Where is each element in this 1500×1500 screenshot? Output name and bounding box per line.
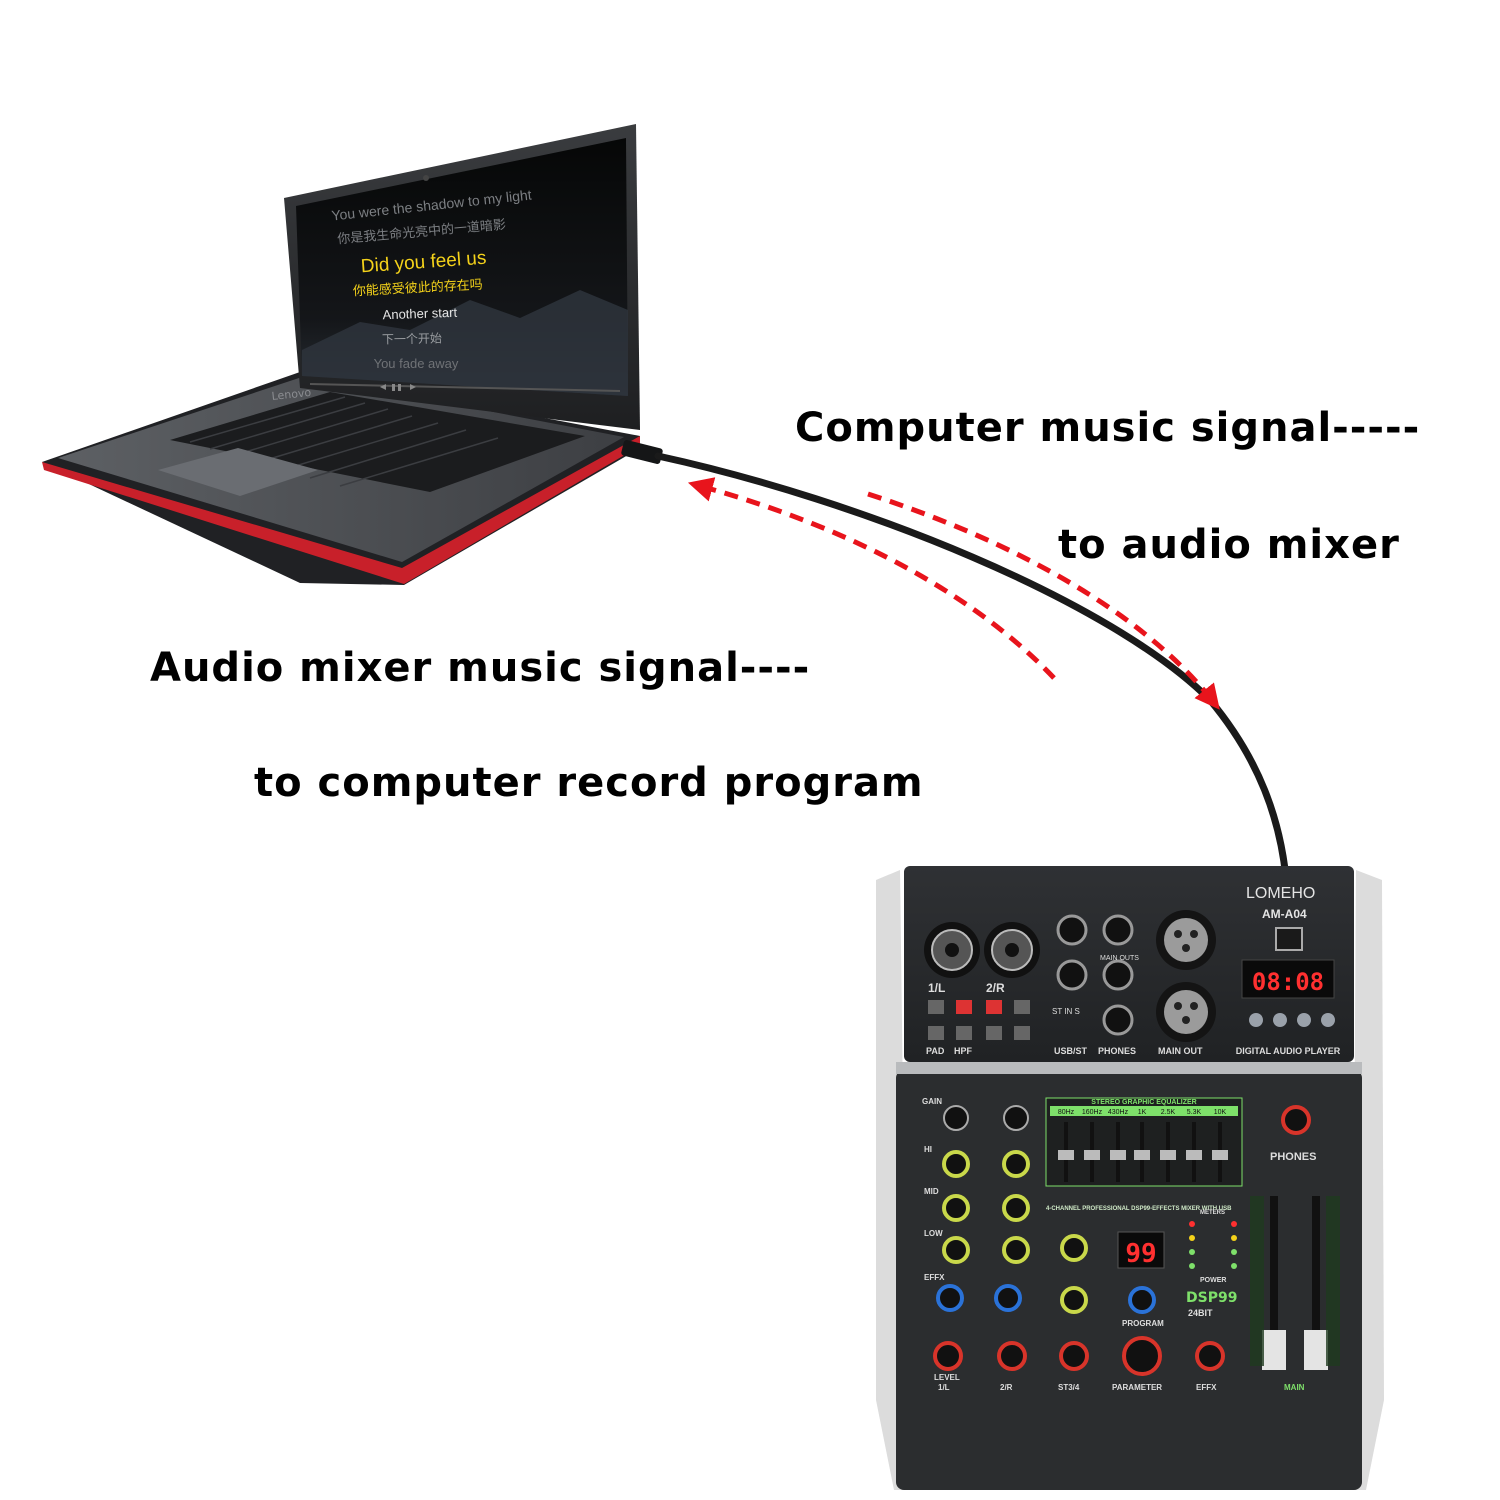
main-fader-left-knob[interactable]	[1262, 1330, 1286, 1370]
vol-up-button[interactable]	[1297, 1013, 1311, 1027]
mode-button[interactable]	[1249, 1013, 1263, 1027]
eq-title: STEREO GRAPHIC EQUALIZER	[1091, 1099, 1196, 1106]
laptop: Lenovo You were the shadow to my light 你…	[42, 124, 663, 585]
effx-channel-label: EFFX	[1196, 1383, 1217, 1392]
lyric-line-4: 你能感受彼此的存在吗	[352, 277, 483, 299]
laptop-red-trim	[42, 436, 640, 584]
screen-wallpaper	[302, 290, 628, 396]
gain-label: GAIN	[922, 1097, 942, 1106]
main-faders[interactable]	[1250, 1196, 1340, 1370]
eq-band-80: 80Hz	[1058, 1109, 1075, 1116]
caption-mixer-to-computer-line1: Audio mixer music signal----	[150, 645, 811, 691]
mixer-brand: LOMEHO	[1246, 885, 1315, 902]
channel-knobs[interactable]	[933, 1105, 1311, 1376]
mixer-model: AM-A04	[1262, 907, 1307, 921]
level-meter-leds	[1189, 1221, 1237, 1269]
product-line-label: 4-CHANNEL PROFESSIONAL DSP99-EFFECTS MIX…	[1046, 1206, 1232, 1212]
parameter-label: PARAMETER	[1112, 1383, 1162, 1392]
keyboard-keys	[189, 396, 499, 487]
dsp-label: DSP99	[1186, 1290, 1237, 1306]
eq-band-labels: 80Hz 160Hz 430Hz 1K 2.5K 5.3K 10K	[1050, 1106, 1238, 1116]
main-out-label: MAIN OUT	[1158, 1046, 1203, 1056]
caption-computer-to-mixer-line1: Computer music signal-----	[795, 405, 1421, 451]
switch-row[interactable]	[928, 1000, 1030, 1040]
bit-label: 24BIT	[1188, 1308, 1213, 1318]
combo-input-ch1[interactable]	[924, 922, 980, 978]
caption-computer-to-mixer-line2: to audio mixer	[1058, 522, 1400, 568]
ch1-bottom-label: 1/L	[938, 1383, 950, 1392]
phones-jack-label: PHONES	[1098, 1046, 1136, 1056]
player-buttons[interactable]	[1249, 1013, 1335, 1027]
main-outs-label: MAIN OUTS	[1100, 955, 1139, 962]
signal-arrow-to-mixer	[867, 491, 1220, 710]
pad-label: PAD	[926, 1046, 945, 1056]
eq-band-2k5: 2.5K	[1161, 1109, 1176, 1116]
xlr-output-right[interactable]	[1156, 982, 1216, 1042]
lyric-line-7: You fade away	[374, 356, 459, 371]
player-display	[1241, 959, 1335, 999]
ch2-bottom-label: 2/R	[1000, 1383, 1013, 1392]
laptop-touchpad	[158, 448, 318, 496]
level-label: LEVEL	[934, 1373, 960, 1382]
xlr-output-left[interactable]	[1156, 910, 1216, 970]
mixer-usb-port[interactable]	[1275, 927, 1303, 951]
program-label: PROGRAM	[1122, 1319, 1164, 1328]
hi-label: HI	[924, 1145, 932, 1154]
laptop-brand: Lenovo	[271, 386, 312, 403]
player-time-display: 08:08	[1252, 968, 1324, 996]
line-jacks[interactable]	[1056, 914, 1134, 1036]
lyric-line-5: Another start	[382, 305, 457, 323]
eq-band-430: 430Hz	[1108, 1109, 1129, 1116]
meters-label: METERS	[1200, 1210, 1225, 1216]
caption-mixer-to-computer-line2: to computer record program	[254, 760, 924, 806]
digital-player-label: DIGITAL AUDIO PLAYER	[1236, 1046, 1341, 1056]
power-label: POWER	[1200, 1277, 1226, 1284]
media-player-bar	[309, 383, 621, 392]
main-label: MAIN	[1284, 1383, 1305, 1392]
effx-label: EFFX	[924, 1273, 945, 1282]
vol-down-button[interactable]	[1273, 1013, 1287, 1027]
media-controls	[380, 384, 416, 391]
main-fader-right-knob[interactable]	[1304, 1330, 1328, 1370]
usb-st-label: USB/ST	[1054, 1046, 1088, 1056]
st-in-label: ST IN S	[1052, 1007, 1080, 1016]
lyric-line-6: 下一个开始	[382, 331, 442, 346]
mid-label: MID	[924, 1187, 939, 1196]
rec-button[interactable]	[1321, 1013, 1335, 1027]
hpf-label: HPF	[954, 1046, 973, 1056]
eq-band-10k: 10K	[1214, 1109, 1227, 1116]
usb-cable	[654, 452, 1294, 944]
webcam-icon	[423, 175, 429, 181]
effect-number-display: 99	[1125, 1239, 1156, 1269]
low-label: LOW	[924, 1229, 943, 1238]
eq-sliders[interactable]	[1058, 1122, 1228, 1182]
channel-2-label: 2/R	[986, 981, 1005, 995]
audio-mixer: LOMEHO AM-A04 1/L 2/R PAD HPF	[876, 866, 1384, 1490]
st34-label: ST3/4	[1058, 1383, 1080, 1392]
phones-label: PHONES	[1270, 1151, 1316, 1163]
channel-1-label: 1/L	[928, 981, 945, 995]
effect-display	[1117, 1231, 1165, 1269]
combo-input-ch2[interactable]	[984, 922, 1040, 978]
eq-band-5k3: 5.3K	[1187, 1109, 1202, 1116]
usb-plug-laptop	[621, 440, 663, 464]
eq-band-160: 160Hz	[1082, 1109, 1103, 1116]
eq-band-1k: 1K	[1138, 1109, 1147, 1116]
